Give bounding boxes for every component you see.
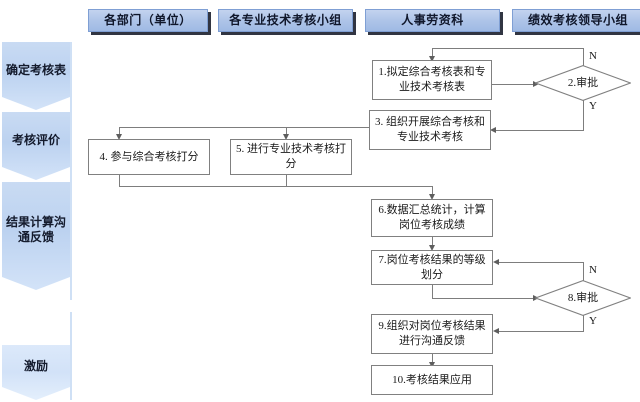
- process-node-6-label: 6.数据汇总统计，计算岗位考核成绩: [378, 204, 486, 231]
- edge-d2-yes-down: [583, 100, 584, 130]
- arrowhead-into-node-1: [428, 56, 435, 62]
- role-header-departments-label: 各部门（单位）: [104, 12, 192, 27]
- decision-node-8-label: 8.审批: [567, 291, 599, 304]
- edge-d2-no-drop: [432, 48, 433, 58]
- role-header-leadership: 绩效考核领导小组: [512, 9, 640, 32]
- process-node-1[interactable]: 1.拟定综合考核表和专业技术考核表: [372, 60, 492, 100]
- role-header-departments: 各部门（单位）: [88, 9, 208, 32]
- process-node-3[interactable]: 3. 组织开展综合考核和专业技术考核: [369, 110, 491, 150]
- lane-separator-left: [70, 42, 72, 300]
- process-node-7-label: 7.岗位考核结果的等级划分: [378, 253, 486, 281]
- arrowhead-into-node-9: [493, 327, 499, 334]
- edge-d8-yes-across: [498, 331, 584, 332]
- decision-node-8[interactable]: 8.审批: [535, 280, 631, 316]
- arrowhead-into-node-7: [428, 245, 435, 251]
- edge-node5-down: [286, 172, 287, 186]
- arrowhead-back-into-node-7: [493, 258, 499, 265]
- phase-band-evaluation-label: 考核评价: [11, 132, 60, 147]
- phase-band-incentive: 激励: [2, 345, 70, 400]
- edge-node1-to-d2: [492, 84, 535, 85]
- arrowhead-into-node-5: [282, 134, 289, 140]
- lane-separator-left-lower: [70, 312, 72, 400]
- process-node-1-label: 1.拟定综合考核表和专业技术考核表: [378, 66, 486, 93]
- role-header-leadership-label: 绩效考核领导小组: [527, 12, 628, 27]
- edge-node7-to-d8: [432, 298, 535, 299]
- edge-d2-no-across: [432, 48, 584, 49]
- edge-label-d2-no: N: [589, 50, 597, 62]
- process-node-10-label: 10.考核结果应用: [392, 373, 472, 386]
- edge-merge-to-node6: [119, 186, 432, 187]
- role-header-tech-groups-label: 各专业技术考核小组: [229, 12, 342, 27]
- role-header-hr-label: 人事劳资科: [401, 12, 464, 27]
- phase-band-incentive-label: 激励: [23, 359, 48, 373]
- edge-to-node4-drop: [119, 127, 120, 136]
- edge-node3-left: [119, 127, 369, 128]
- process-node-3-label: 3. 组织开展综合考核和专业技术考核: [375, 116, 485, 143]
- edge-d8-yes-down: [583, 314, 584, 331]
- edge-node9-to-node10: [432, 353, 433, 364]
- edge-d2-yes-across: [495, 130, 584, 131]
- arrowhead-into-node-6: [428, 194, 435, 200]
- role-header-hr: 人事劳资科: [365, 9, 500, 32]
- edge-node7-down: [432, 283, 433, 298]
- process-node-10[interactable]: 10.考核结果应用: [371, 365, 493, 395]
- phase-band-results-feedback: 结果计算沟通反馈: [2, 182, 70, 290]
- process-node-9[interactable]: 9.组织对岗位考核结果进行沟通反馈: [371, 314, 493, 354]
- diamond-shape-8-icon: [535, 280, 631, 316]
- decision-node-2-label: 2.审批: [567, 76, 599, 89]
- diamond-shape-2-icon: [535, 65, 631, 101]
- process-node-7[interactable]: 7.岗位考核结果的等级划分: [371, 250, 493, 285]
- decision-node-2[interactable]: 2.审批: [535, 65, 631, 101]
- edge-into-node6-drop: [432, 186, 433, 196]
- arrowhead-into-node-4: [115, 134, 122, 140]
- process-node-4[interactable]: 4. 参与综合考核打分: [88, 139, 210, 175]
- process-node-5-label: 5. 进行专业技术考核打分: [236, 143, 346, 170]
- edge-d8-no-up: [583, 262, 584, 294]
- edge-label-d2-yes: Y: [589, 100, 597, 112]
- edge-to-node5-drop: [286, 127, 287, 136]
- process-node-9-label: 9.组织对岗位考核结果进行沟通反馈: [378, 320, 486, 347]
- role-header-tech-groups: 各专业技术考核小组: [218, 9, 353, 32]
- phase-band-determine-form-label: 确定考核表: [5, 62, 66, 77]
- process-node-5[interactable]: 5. 进行专业技术考核打分: [230, 139, 352, 175]
- process-node-6[interactable]: 6.数据汇总统计，计算岗位考核成绩: [371, 199, 493, 237]
- edge-d8-no-across: [498, 262, 584, 263]
- edge-label-d8-yes: Y: [589, 315, 597, 327]
- edge-node6-to-node7: [432, 236, 433, 247]
- process-node-4-label: 4. 参与综合考核打分: [99, 150, 199, 163]
- phase-band-results-feedback-label: 结果计算沟通反馈: [5, 215, 66, 244]
- edge-node4-down: [119, 172, 120, 186]
- edge-label-d8-no: N: [589, 264, 597, 276]
- phase-band-determine-form: 确定考核表: [2, 42, 70, 110]
- arrowhead-into-node-3: [490, 126, 496, 133]
- phase-band-evaluation: 考核评价: [2, 112, 70, 180]
